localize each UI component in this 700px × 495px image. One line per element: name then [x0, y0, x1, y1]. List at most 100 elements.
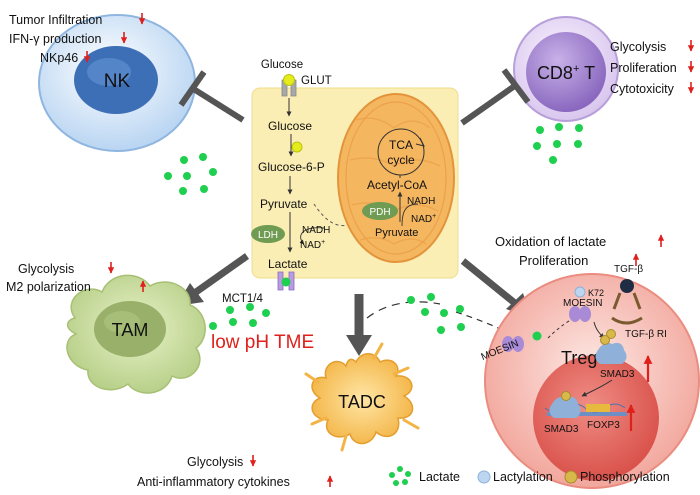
mct-label: MCT1/4	[222, 293, 264, 305]
pdh-enzyme	[362, 202, 398, 220]
nk-effects: Tumor Infiltration IFN-γ production NKp4…	[9, 13, 146, 65]
lactate-dot	[229, 318, 237, 326]
tgfb-label: TGF-β	[614, 264, 643, 275]
tadc-label: TADC	[338, 392, 386, 412]
lactate-dot	[536, 126, 544, 134]
lactate-dot	[200, 185, 208, 193]
nk-effect-3: NKp46	[40, 51, 78, 65]
smad3-top: SMAD3	[595, 335, 653, 382]
nk-cell: NK	[38, 14, 196, 152]
tca-cycle-circle	[377, 128, 425, 176]
mito-nad-label: NAD+	[411, 213, 436, 225]
tca-label-line2: cycle	[387, 153, 415, 167]
lactate-dot	[553, 140, 561, 148]
lactate-dot	[575, 124, 583, 132]
mitochondrion: TCA cycle Acetyl-CoA NADH PDH NAD+ Pyruv…	[337, 93, 455, 263]
lactate-dot	[209, 168, 217, 176]
glut-transporter: Glucose GLUT	[261, 59, 332, 97]
arrow-to-tadc	[346, 294, 372, 356]
tgfb-receptor: TGF-β TGF-β RI	[606, 264, 667, 340]
legend-label-lactylation: Lactylation	[493, 470, 553, 484]
lactate-flow-dashed-1	[366, 301, 441, 319]
treg-nucleus	[533, 355, 659, 481]
pyruvate-label: Pyruvate	[260, 197, 308, 211]
lactate-dot	[421, 308, 429, 316]
lactate-legend-icon	[389, 466, 411, 486]
lactate-dot	[440, 309, 448, 317]
tam-effect-1: Glycolysis	[18, 262, 74, 276]
legend-item-lactylation: Lactylation	[477, 470, 553, 484]
moesin-top-label: MOESIN	[563, 298, 602, 309]
lactate-dot	[209, 322, 217, 330]
moesin-top: K72 MOESIN	[563, 286, 604, 322]
mito-pyruvate-label: Pyruvate	[375, 227, 418, 239]
treg-effect-1: Oxidation of lactate	[495, 234, 606, 249]
glucose-label: Glucose	[268, 119, 312, 133]
tam-cell: TAM	[66, 274, 206, 394]
lactate-dot	[180, 156, 188, 164]
foxp3-label: FOXP3	[587, 420, 620, 431]
inhibition-nk	[178, 70, 245, 123]
cd8-label: CD8+ T	[537, 63, 595, 83]
legend-label-phosphorylation: Phosphorylation	[580, 470, 670, 484]
lactate-cluster-left	[164, 153, 217, 195]
lactate-dot	[456, 305, 464, 313]
lactate-dot	[226, 306, 234, 314]
ldh-enzyme	[251, 225, 285, 243]
legend-item-phosphorylation: Phosphorylation	[564, 470, 670, 484]
lactate-cluster-tam	[209, 303, 270, 330]
lactate-dot	[164, 172, 172, 180]
lactate-dot	[179, 187, 187, 195]
acetyl-coa-label: Acetyl-CoA	[367, 178, 427, 192]
glucose-outside-label: Glucose	[261, 59, 303, 71]
lactate-dot	[555, 123, 563, 131]
ldh-nad-label: NAD+	[300, 239, 325, 251]
legend: Lactate Lactylation Phosphorylation	[389, 466, 670, 486]
tam-label: TAM	[112, 320, 149, 340]
k72-label: K72	[588, 288, 604, 298]
cd8-effect-2: Proliferation	[610, 61, 677, 75]
lactate-dot	[427, 293, 435, 301]
smad3-top-label: SMAD3	[600, 369, 635, 380]
lactate-molecule-icon	[281, 277, 291, 287]
mct-transporter: MCT1/4	[222, 271, 295, 305]
tgfbr-label: TGF-β RI	[625, 329, 667, 340]
lactate-dot	[199, 153, 207, 161]
lactate-dot	[249, 319, 257, 327]
nk-label: NK	[104, 71, 131, 92]
lactate-dot	[262, 309, 270, 317]
glucose-molecule-icon	[291, 141, 303, 153]
ldh-label: LDH	[258, 230, 278, 241]
low-ph-tme-label: low pH TME	[211, 332, 314, 353]
tadc-cell: TADC	[304, 342, 420, 452]
inhibition-cd8	[460, 68, 531, 126]
legend-label-lactate: Lactate	[419, 470, 460, 484]
ldh-nadh-label: NADH	[302, 225, 330, 236]
cd8-effects: Glycolysis Proliferation Cytotoxicity	[610, 40, 695, 96]
legend-item-lactate: Lactate	[389, 466, 460, 486]
treg-cell: Treg	[484, 273, 700, 489]
cd8-t-cell: CD8+ T	[513, 16, 619, 122]
tam-effects: Glycolysis M2 polarization	[6, 262, 147, 294]
phosphorylation-icon	[561, 391, 571, 401]
glucose-molecule-icon	[283, 74, 295, 86]
pdh-label: PDH	[369, 207, 390, 218]
treg-label: Treg	[561, 348, 597, 368]
lactate-dot	[246, 303, 254, 311]
glut-label: GLUT	[301, 75, 332, 87]
cd8-effect-1: Glycolysis	[610, 40, 666, 54]
lactate-dot	[533, 142, 541, 150]
lactate-dot	[407, 296, 415, 304]
nk-effect-2: IFN-γ production	[9, 32, 101, 46]
tadc-effect-2: Anti-inflammatory cytokines	[137, 475, 290, 489]
phosphorylation-legend-icon	[564, 470, 578, 484]
lactate-dot	[549, 156, 557, 164]
lactate-dot	[183, 172, 191, 180]
cd8-nucleus	[526, 32, 606, 112]
mito-nadh-label: NADH	[407, 196, 435, 207]
nk-effect-1: Tumor Infiltration	[9, 13, 102, 27]
lactate-cluster-center	[407, 293, 465, 334]
lactate-cluster-cd8	[533, 123, 583, 164]
